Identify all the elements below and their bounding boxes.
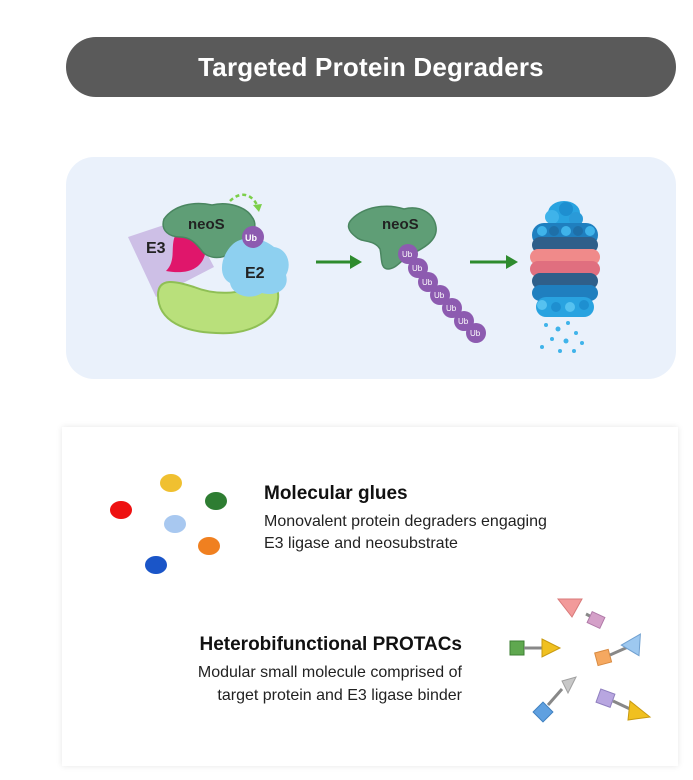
svg-text:Ub: Ub bbox=[422, 278, 433, 287]
glue-dot-lightblue bbox=[164, 515, 186, 533]
svg-text:Ub: Ub bbox=[434, 291, 445, 300]
degrader-types-illustration bbox=[110, 474, 652, 723]
ubiquitinated-substrate: neoS Ub Ub Ub Ub Ub Ub Ub bbox=[347, 205, 486, 343]
svg-text:Ub: Ub bbox=[446, 304, 457, 313]
molecular-glues-description-line2: E3 ligase and neosubstrate bbox=[264, 535, 458, 552]
svg-text:Ub: Ub bbox=[402, 250, 413, 259]
glue-dot-blue bbox=[145, 556, 167, 574]
protacs-description-line2: target protein and E3 ligase binder bbox=[217, 687, 462, 704]
glue-dot-yellow bbox=[160, 474, 182, 492]
protac-molecules bbox=[509, 598, 652, 723]
mechanism-panel: E3 neoS Ub E2 neoS Ub bbox=[66, 157, 676, 379]
protac-molecule-3 bbox=[594, 633, 641, 667]
ubiquitin-ball bbox=[242, 226, 264, 248]
ub-label: Ub bbox=[245, 233, 257, 243]
glue-dot-red bbox=[110, 501, 132, 519]
transfer-arrowhead bbox=[253, 204, 262, 212]
svg-text:Ub: Ub bbox=[470, 329, 481, 338]
molecular-glues-description-line1: Monovalent protein degraders engaging bbox=[264, 513, 547, 530]
protac-molecule-5 bbox=[595, 688, 652, 721]
mechanism-illustration: E3 neoS Ub E2 neoS Ub bbox=[128, 193, 600, 353]
title-banner: Targeted Protein Degraders bbox=[66, 37, 676, 97]
protacs-description: Modular small molecule comprised of targ… bbox=[102, 661, 462, 707]
svg-text:Ub: Ub bbox=[458, 317, 469, 326]
proteasome bbox=[530, 201, 600, 353]
molecular-glue-dots bbox=[110, 474, 227, 574]
degrader-types-panel: Molecular glues Monovalent protein degra… bbox=[62, 427, 678, 766]
molecular-glues-title: Molecular glues bbox=[264, 483, 408, 504]
e2-label: E2 bbox=[245, 265, 265, 282]
step-arrow-2 bbox=[470, 255, 518, 269]
molecular-glues-description: Monovalent protein degraders engaging E3… bbox=[264, 511, 664, 555]
glue-dot-orange bbox=[198, 537, 220, 555]
protacs-title: Heterobifunctional PROTACs bbox=[199, 634, 463, 655]
protacs-description-line1: Modular small molecule comprised of bbox=[197, 664, 462, 681]
ubiquitin-chain: Ub Ub Ub Ub Ub Ub Ub bbox=[398, 244, 486, 343]
protac-molecule-4 bbox=[532, 676, 577, 723]
e3-label: E3 bbox=[146, 240, 166, 257]
glue-dot-green bbox=[205, 492, 227, 510]
svg-text:Ub: Ub bbox=[412, 264, 423, 273]
protac-molecule-2 bbox=[509, 638, 562, 658]
step-arrow-1 bbox=[316, 255, 362, 269]
transfer-arrow-dashed bbox=[229, 193, 260, 208]
page-title: Targeted Protein Degraders bbox=[198, 51, 544, 82]
neos-label: neoS bbox=[188, 216, 225, 233]
neosubstrate-shape-2 bbox=[347, 205, 437, 270]
e2-shape bbox=[221, 238, 289, 297]
e3-complex: E3 neoS Ub E2 bbox=[128, 193, 289, 335]
neos-label-2: neoS bbox=[382, 216, 419, 233]
protac-molecule-1 bbox=[556, 598, 606, 630]
